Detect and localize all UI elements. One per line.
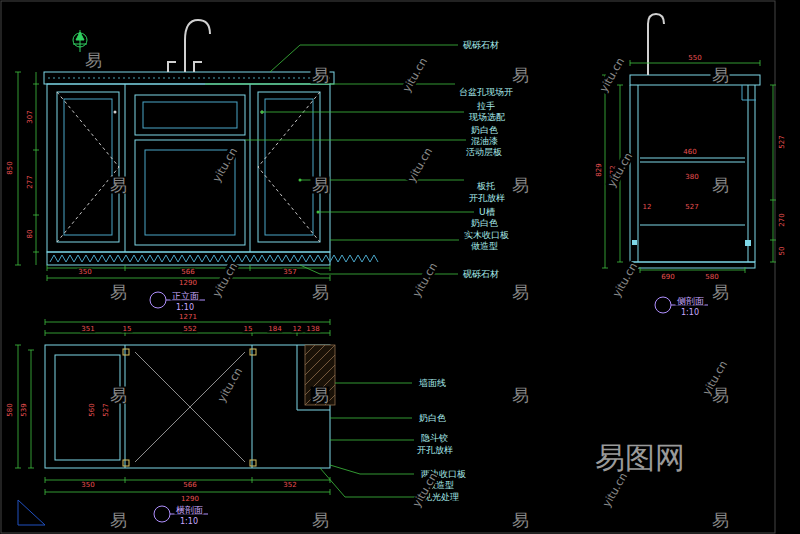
callout-text: 实木收口板 [463,231,510,240]
callout-text: 奶白色 [418,414,447,423]
dimension: 850 [7,160,14,175]
watermark-logo: 易图网 [594,443,686,473]
watermark: 易 [109,512,128,529]
dimension: 580 [7,402,14,417]
dimension: 527 [684,204,699,211]
callout-text: 开孔放样 [468,194,506,203]
dimension: 50 [779,246,786,257]
watermark: 易 [311,67,330,84]
dimension: 566 [180,269,195,276]
watermark: 易 [84,52,103,69]
watermark: 易 [511,387,530,404]
dimension: 12 [642,204,653,211]
dimension: 580 [704,274,719,281]
callout-text: 做造型 [470,242,499,251]
callout-text: 板托 [476,182,496,191]
callout-text: 墙面线 [418,379,447,388]
callout-text: U槽 [478,208,496,217]
dimension: 566 [182,482,197,489]
dimension: 277 [27,174,34,189]
watermark: 易 [711,512,730,529]
callout-text: 隐斗铰 [420,434,449,443]
dimension: 552 [182,326,197,333]
view-scale: 1:10 [680,309,700,317]
view-title: 侧剖面 [676,297,705,306]
watermark: 易 [711,284,730,301]
dimension: 1290 [178,280,198,287]
callout-text: 奶白色 [470,219,499,228]
dimension: 351 [80,326,95,333]
dimension: 350 [80,482,95,489]
view-scale: 1:10 [179,518,199,526]
watermark: 易 [711,67,730,84]
dimension: 307 [27,109,34,124]
callout-text: 开孔放样 [416,446,454,455]
watermark: 易 [109,284,128,301]
dimension: 352 [282,482,297,489]
dimension: 539 [21,402,28,417]
dimension: 15 [122,326,133,333]
dimension: 550 [687,55,702,62]
dimension: 80 [27,229,34,240]
watermark: 易 [511,67,530,84]
view-title: 横剖面 [175,506,204,515]
watermark: 易 [711,177,730,194]
view-scale: 1:10 [175,304,195,312]
dimension: 527 [779,134,786,149]
dimension: 357 [282,269,297,276]
dimension: 138 [305,326,320,333]
dimension: 1271 [178,314,198,321]
callout-text: 混油漆 [470,137,499,146]
dimension: 184 [267,326,282,333]
watermark: 易 [311,177,330,194]
dimension: 1290 [180,496,200,503]
dimension: 560 [89,402,96,417]
watermark: 易 [511,177,530,194]
dimension: 350 [77,269,92,276]
view-title: 正立面 [171,292,200,301]
watermark: 易 [511,284,530,301]
watermark: 易 [511,512,530,529]
watermark: 易 [311,387,330,404]
watermark: 易 [311,284,330,301]
callout-text: 现场选配 [468,113,506,122]
dimension: 270 [779,212,786,227]
watermark: 易 [311,512,330,529]
watermark: 易 [109,387,128,404]
callout-text: 活动层板 [465,148,503,157]
callout-text: 拉手 [476,102,496,111]
watermark: 易 [109,177,128,194]
dimension: 15 [243,326,254,333]
dimension: 12 [292,326,303,333]
dimension: 380 [684,174,699,181]
dimension: 527 [103,402,110,417]
dimension: 460 [682,149,697,156]
dimension: 829 [596,162,603,177]
callout-text: 砚砾石材 [462,41,500,50]
callout-text: 台盆孔现场开 [458,88,514,97]
callout-text: 砚砾石材 [462,270,500,279]
callout-text: 奶白色 [470,126,499,135]
dimension: 690 [660,274,675,281]
